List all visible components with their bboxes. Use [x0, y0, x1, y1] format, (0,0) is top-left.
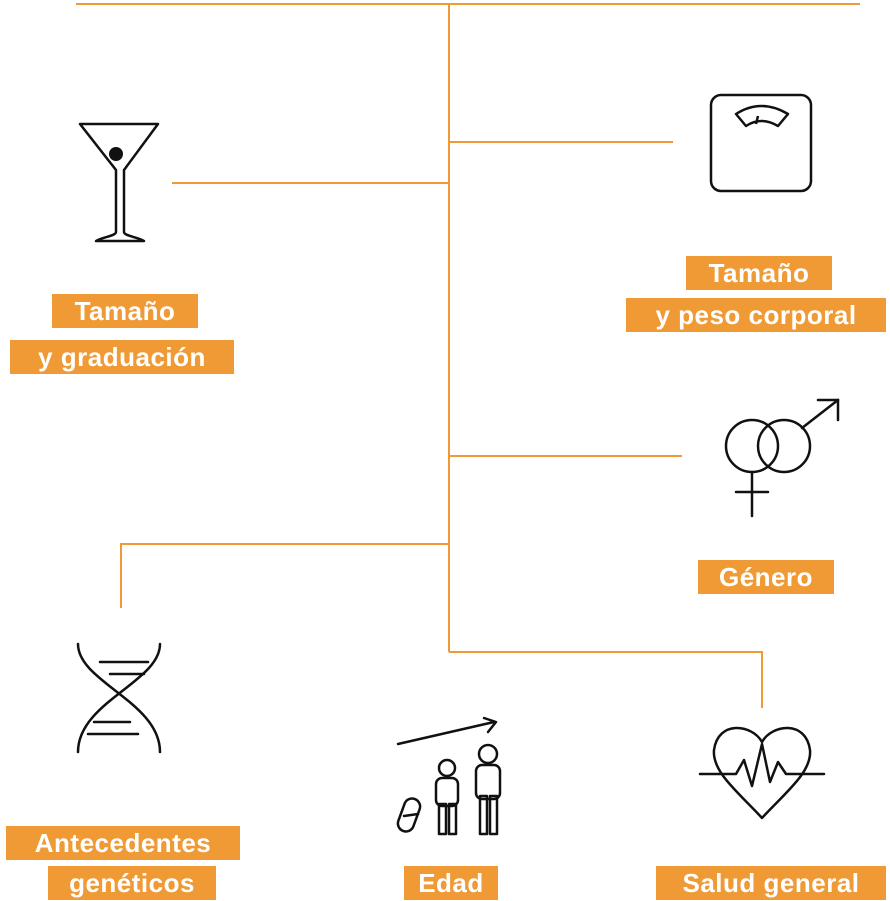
label-line: Antecedentes [34, 828, 212, 858]
label-line: y peso corporal [655, 300, 857, 330]
bathroom-scale-icon [709, 93, 813, 193]
label-line: genéticos [69, 868, 195, 898]
label-line: y graduación [38, 342, 206, 372]
label-body-size-weight: Tamaño [686, 256, 832, 290]
label-age: Edad [404, 866, 498, 900]
label-gender: Género [698, 560, 834, 594]
age-growth-icon [396, 716, 502, 836]
label-line: Salud general [682, 868, 860, 898]
label-body-size-weight-line2: y peso corporal [626, 298, 886, 332]
label-drink-size-strength: Tamaño [52, 294, 198, 328]
branch-dna [120, 543, 449, 608]
label-line: Tamaño [74, 296, 176, 326]
label-genetic-background: Antecedentes [6, 826, 240, 860]
dna-helix-icon [76, 642, 162, 754]
martini-glass-icon [78, 122, 160, 243]
label-line: Tamaño [708, 258, 810, 288]
label-line: Edad [418, 868, 484, 898]
label-general-health: Salud general [656, 866, 886, 900]
label-genetic-background-line2: genéticos [48, 866, 216, 900]
label-line: Género [718, 562, 814, 592]
gender-symbols-icon [724, 398, 840, 518]
heart-pulse-icon [698, 726, 826, 820]
branch-heart [449, 651, 763, 708]
label-drink-size-strength-line2: y graduación [10, 340, 234, 374]
